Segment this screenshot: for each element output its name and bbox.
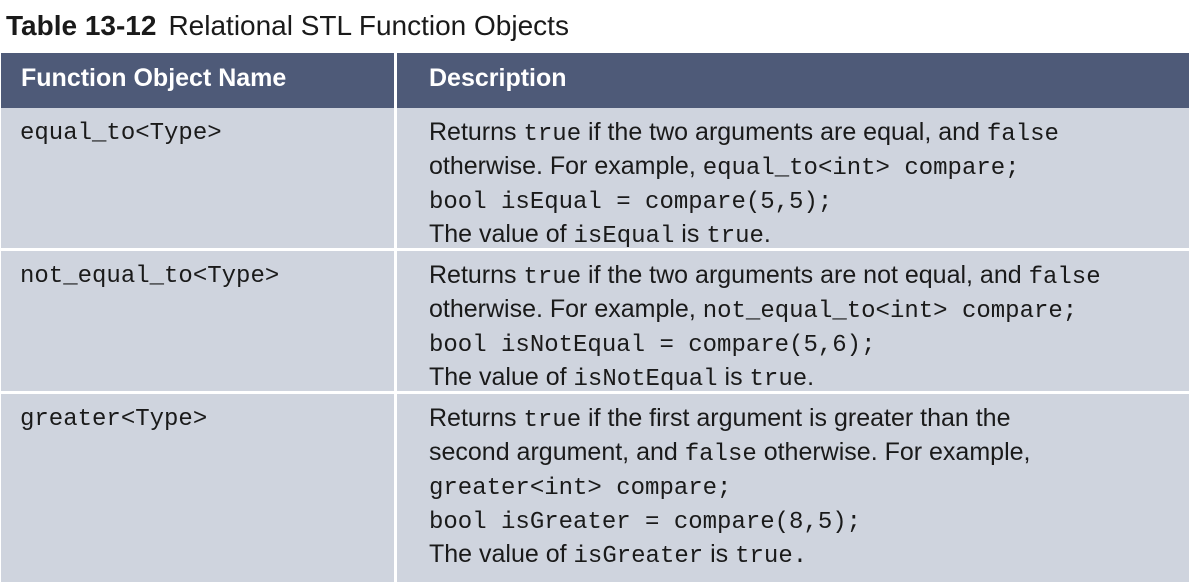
code-text: true <box>523 407 582 434</box>
function-object-description: Returns true if the two arguments are no… <box>429 258 1184 394</box>
description-text: otherwise. For example, <box>429 295 703 323</box>
description-line: Returns true if the two arguments are eq… <box>429 115 1184 149</box>
description-line: bool isEqual = compare(5,5); <box>429 183 1184 217</box>
description-text: Returns <box>429 118 524 146</box>
description-text: is <box>703 540 736 568</box>
description-text: otherwise. For example, <box>429 152 703 180</box>
function-object-name: greater<Type> <box>20 406 208 433</box>
description-line: bool isGreater = compare(8,5); <box>429 503 1184 537</box>
code-text: bool isNotEqual = compare(5,6); <box>429 332 876 359</box>
code-text: true <box>749 366 808 393</box>
function-object-description: Returns true if the two arguments are eq… <box>429 115 1184 251</box>
function-objects-table: Function Object Name Description equal_t… <box>1 53 1189 582</box>
description-text: The value of <box>429 540 574 568</box>
code-text: true <box>706 223 764 250</box>
code-text: isGreater <box>573 543 704 570</box>
function-object-name: not_equal_to<Type> <box>20 263 280 290</box>
description-text: The value of <box>429 363 574 391</box>
description-text: Returns <box>429 261 524 289</box>
code-text: bool isGreater = compare(8,5); <box>429 509 862 536</box>
column-header-description: Description <box>397 53 1189 108</box>
code-text: false <box>986 121 1059 148</box>
description-line: bool isNotEqual = compare(5,6); <box>429 326 1184 360</box>
table-title: Relational STL Function Objects <box>168 10 569 41</box>
description-text: Returns <box>429 404 524 432</box>
code-text: true <box>523 264 582 291</box>
description-line: second argument, and false otherwise. Fo… <box>429 435 1184 469</box>
table-caption: Table 13-12 Relational STL Function Objec… <box>6 4 569 50</box>
column-header-name: Function Object Name <box>1 53 394 108</box>
description-line: otherwise. For example, not_equal_to<int… <box>429 292 1184 326</box>
row-divider <box>1 248 1189 251</box>
description-line: The value of isGreater is true. <box>429 537 1184 571</box>
description-text: second argument, and <box>429 438 685 466</box>
code-text: greater<int> compare; <box>429 475 732 502</box>
description-text: . <box>763 220 771 248</box>
description-text: is <box>717 363 750 391</box>
description-line: Returns true if the two arguments are no… <box>429 258 1184 292</box>
code-text: false <box>1028 264 1101 291</box>
code-text: true. <box>735 543 808 570</box>
description-line: The value of isEqual is true. <box>429 217 1184 251</box>
code-text: isNotEqual <box>573 366 718 393</box>
code-text: equal_to<int> compare; <box>702 155 1020 182</box>
code-text: not_equal_to<int> compare; <box>702 298 1078 325</box>
description-text: if the two arguments are equal, and <box>581 118 987 146</box>
description-text: if the first argument is greater than th… <box>581 404 1011 432</box>
description-text: is <box>674 220 707 248</box>
code-text: false <box>684 441 757 468</box>
description-text: otherwise. For example, <box>756 438 1031 466</box>
description-text: . <box>807 363 815 391</box>
description-line: greater<int> compare; <box>429 469 1184 503</box>
description-line: The value of isNotEqual is true. <box>429 360 1184 394</box>
row-divider <box>1 391 1189 394</box>
column-divider <box>394 53 397 582</box>
function-object-description: Returns true if the first argument is gr… <box>429 401 1184 571</box>
description-text: if the two arguments are not equal, and <box>581 261 1029 289</box>
description-line: otherwise. For example, equal_to<int> co… <box>429 149 1184 183</box>
code-text: isEqual <box>573 223 675 250</box>
description-text: The value of <box>429 220 574 248</box>
function-object-name: equal_to<Type> <box>20 120 222 147</box>
description-line: Returns true if the first argument is gr… <box>429 401 1184 435</box>
code-text: true <box>523 121 582 148</box>
table-number: Table 13-12 <box>6 10 157 41</box>
code-text: bool isEqual = compare(5,5); <box>429 189 833 216</box>
